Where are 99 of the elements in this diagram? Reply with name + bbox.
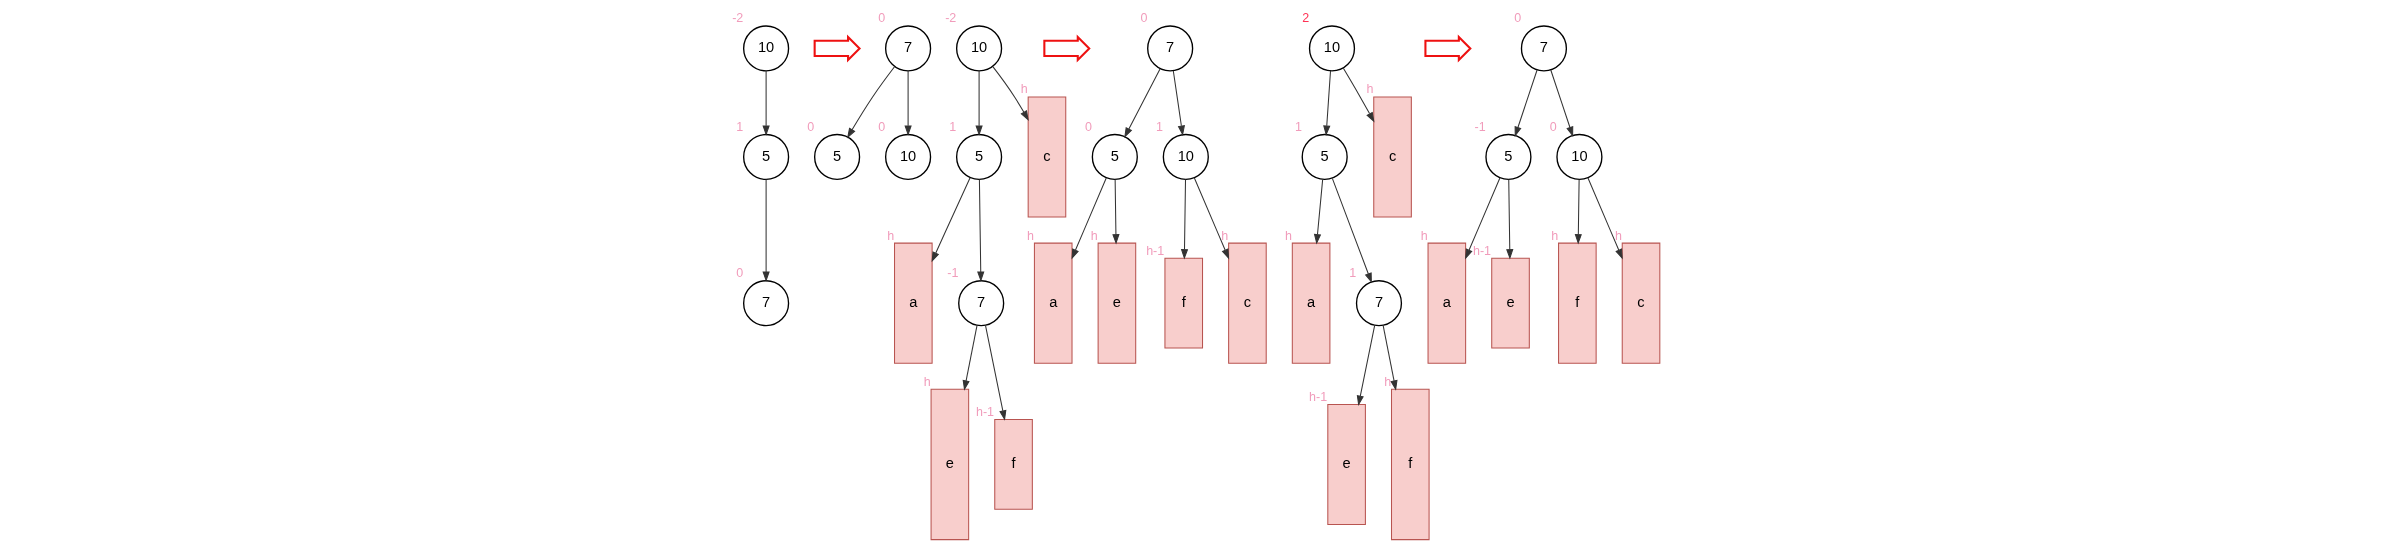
node-label: -2 bbox=[731, 11, 743, 26]
node-circle: 7 bbox=[1146, 25, 1193, 72]
node-box: f bbox=[1390, 388, 1430, 541]
node-label: h-1 bbox=[1308, 389, 1327, 404]
node-label: 1 bbox=[1155, 119, 1163, 134]
node-label: h bbox=[1026, 228, 1034, 243]
node-label: 2 bbox=[1301, 11, 1309, 26]
node-circle: 5 bbox=[1301, 133, 1348, 181]
node-circle: 5 bbox=[955, 133, 1002, 181]
node-circle: 7 bbox=[1520, 25, 1567, 72]
node-label: 0 bbox=[1549, 119, 1557, 134]
node-label: 0 bbox=[877, 11, 885, 26]
node-box: e bbox=[1326, 403, 1366, 525]
node-arrow bbox=[1042, 34, 1091, 63]
node-circle: 7 bbox=[742, 280, 789, 327]
node-box: a bbox=[1291, 242, 1330, 364]
node-box: f bbox=[1557, 242, 1597, 364]
node-label: 1 bbox=[1294, 119, 1302, 134]
arrow bbox=[1331, 177, 1372, 284]
node-box: e bbox=[1490, 257, 1530, 349]
arrow bbox=[976, 179, 984, 282]
arrow bbox=[761, 179, 770, 282]
node-box: c bbox=[1372, 96, 1412, 218]
arrow bbox=[761, 70, 770, 136]
node-circle: 10 bbox=[742, 25, 789, 72]
node-label: 0 bbox=[1084, 119, 1092, 134]
node-label: 0 bbox=[735, 266, 743, 281]
node-label: h bbox=[1614, 228, 1622, 243]
node-circle: 5 bbox=[1484, 133, 1532, 181]
arrow bbox=[903, 70, 912, 136]
node-label: -1 bbox=[1474, 119, 1486, 134]
node-label: -1 bbox=[946, 266, 958, 281]
node-label: h bbox=[1365, 82, 1373, 97]
node-label: h bbox=[1090, 228, 1098, 243]
node-label: 1 bbox=[1348, 266, 1356, 281]
node-circle: 7 bbox=[957, 280, 1004, 327]
arrow bbox=[1313, 179, 1323, 245]
node-label: h bbox=[1420, 228, 1428, 243]
node-box: f bbox=[993, 419, 1033, 510]
arrow bbox=[1342, 67, 1374, 123]
node-box: a bbox=[1033, 242, 1073, 364]
node-circle: 5 bbox=[813, 133, 860, 181]
arrow bbox=[1356, 324, 1375, 406]
node-label: 0 bbox=[806, 119, 814, 134]
arrow bbox=[1180, 179, 1188, 260]
arrow bbox=[1071, 177, 1107, 260]
arrow bbox=[984, 324, 1006, 421]
node-circle: 10 bbox=[1555, 133, 1603, 181]
node-label: h-1 bbox=[1145, 243, 1164, 258]
arrow bbox=[1505, 179, 1513, 260]
node-arrow bbox=[1423, 34, 1472, 63]
arrow bbox=[1123, 68, 1161, 138]
node-box: c bbox=[1027, 96, 1066, 218]
node-box: f bbox=[1163, 257, 1203, 349]
arrow bbox=[1549, 69, 1573, 137]
node-label: h bbox=[1550, 228, 1558, 243]
node-label: h bbox=[923, 374, 931, 389]
node-label: h-1 bbox=[1472, 243, 1491, 258]
arrow bbox=[1586, 177, 1623, 260]
node-label: -2 bbox=[944, 11, 956, 26]
arrow bbox=[846, 66, 895, 139]
node-circle: 10 bbox=[884, 133, 931, 181]
node-label: 0 bbox=[1513, 11, 1521, 26]
arrow bbox=[962, 324, 978, 391]
node-box: c bbox=[1621, 242, 1660, 364]
node-box: a bbox=[893, 242, 933, 364]
node-box: c bbox=[1227, 242, 1267, 364]
node-circle: 5 bbox=[1091, 133, 1138, 181]
node-box: e bbox=[930, 388, 969, 541]
node-label: h bbox=[1383, 374, 1391, 389]
arrow bbox=[1382, 324, 1398, 391]
arrow bbox=[1111, 179, 1120, 245]
node-box: e bbox=[1097, 242, 1136, 364]
arrow bbox=[1172, 70, 1185, 136]
arrow bbox=[931, 177, 971, 263]
node-label: h bbox=[1220, 228, 1228, 243]
node-label: h bbox=[1020, 82, 1028, 97]
arrow bbox=[1464, 177, 1500, 260]
node-circle: 5 bbox=[742, 133, 789, 181]
node-circle: 10 bbox=[1308, 25, 1355, 72]
node-box: a bbox=[1427, 242, 1466, 364]
node-label: 1 bbox=[948, 119, 956, 134]
node-label: 0 bbox=[877, 119, 885, 134]
node-arrow bbox=[813, 34, 861, 63]
node-label: h-1 bbox=[975, 405, 994, 420]
node-label: 1 bbox=[735, 119, 743, 134]
arrow bbox=[974, 70, 983, 136]
arrow bbox=[1514, 69, 1538, 137]
arrow bbox=[1574, 179, 1582, 245]
arrow bbox=[1322, 70, 1331, 136]
arrow bbox=[991, 66, 1029, 121]
node-circle: 10 bbox=[955, 25, 1002, 72]
node-label: h bbox=[886, 228, 894, 243]
node-label: 0 bbox=[1139, 11, 1147, 26]
node-circle: 10 bbox=[1162, 133, 1209, 181]
arrow bbox=[1193, 177, 1229, 260]
node-label: h bbox=[1284, 228, 1292, 243]
node-circle: 7 bbox=[1355, 280, 1402, 327]
node-circle: 7 bbox=[884, 25, 931, 72]
